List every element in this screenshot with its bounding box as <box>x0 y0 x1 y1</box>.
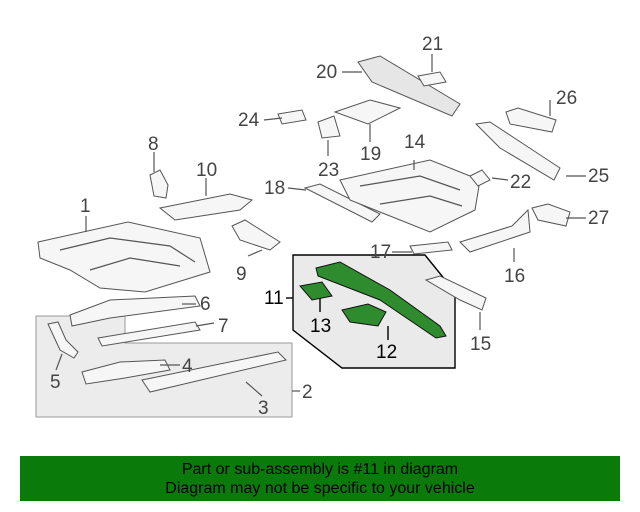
callout-15: 15 <box>470 334 491 355</box>
parts-diagram: 1 2 3 4 5 6 7 8 9 10 11 12 13 14 15 16 1… <box>35 34 609 419</box>
part-19 <box>333 99 402 125</box>
callout-12: 12 <box>376 342 397 363</box>
callout-4: 4 <box>182 356 193 377</box>
callout-21: 21 <box>422 34 443 55</box>
part-18 <box>303 183 381 223</box>
callout-14: 14 <box>404 132 426 153</box>
part-24 <box>277 109 307 125</box>
callout-22: 22 <box>510 172 531 193</box>
part-3 <box>141 351 287 393</box>
callout-16: 16 <box>504 266 525 287</box>
part-7 <box>97 321 201 347</box>
callout-1: 1 <box>80 196 91 217</box>
part-20 <box>357 55 461 117</box>
part-23 <box>317 115 341 139</box>
part-8 <box>149 169 169 199</box>
part-14-rear-floor <box>339 159 481 233</box>
callout-9: 9 <box>236 264 247 285</box>
banner-line-1: Part or sub-assembly is #11 in diagram <box>181 460 459 478</box>
part-12-bracket <box>341 303 387 327</box>
info-banner: Part or sub-assembly is #11 in diagram D… <box>20 456 620 501</box>
callout-8: 8 <box>148 134 159 155</box>
part-15 <box>424 275 487 311</box>
part-16 <box>459 208 531 253</box>
callout-3: 3 <box>258 398 269 419</box>
part-9 <box>231 219 281 251</box>
part-5 <box>47 321 79 359</box>
callout-10: 10 <box>196 160 217 181</box>
part-13 <box>299 281 333 301</box>
callout-13: 13 <box>310 316 331 337</box>
part-17 <box>409 241 453 255</box>
callout-24: 24 <box>238 110 260 131</box>
callout-27: 27 <box>588 208 609 229</box>
part-6 <box>69 295 201 327</box>
part-1-floor-pan <box>37 221 211 293</box>
callout-18: 18 <box>264 178 285 199</box>
banner-line-2: Diagram may not be specific to your vehi… <box>165 479 475 497</box>
callout-26: 26 <box>556 88 577 109</box>
leader-lines <box>55 54 586 397</box>
part-27 <box>531 203 571 227</box>
part-11-crossmember-assembly <box>299 261 447 339</box>
part-22 <box>469 169 491 187</box>
part-21 <box>417 71 447 87</box>
part-25 <box>474 121 561 181</box>
part-12 <box>315 261 447 339</box>
part-26 <box>505 107 557 133</box>
callout-7: 7 <box>218 316 229 337</box>
part-10 <box>158 193 254 221</box>
callout-25: 25 <box>588 166 609 187</box>
part-4 <box>81 359 171 385</box>
callout-2: 2 <box>302 382 313 403</box>
callout-11: 11 <box>264 288 284 309</box>
callout-6: 6 <box>200 294 211 315</box>
callout-23: 23 <box>318 160 339 181</box>
callout-20: 20 <box>316 62 337 83</box>
callout-5: 5 <box>50 372 61 393</box>
callout-17: 17 <box>370 242 391 263</box>
callout-19: 19 <box>360 144 381 165</box>
